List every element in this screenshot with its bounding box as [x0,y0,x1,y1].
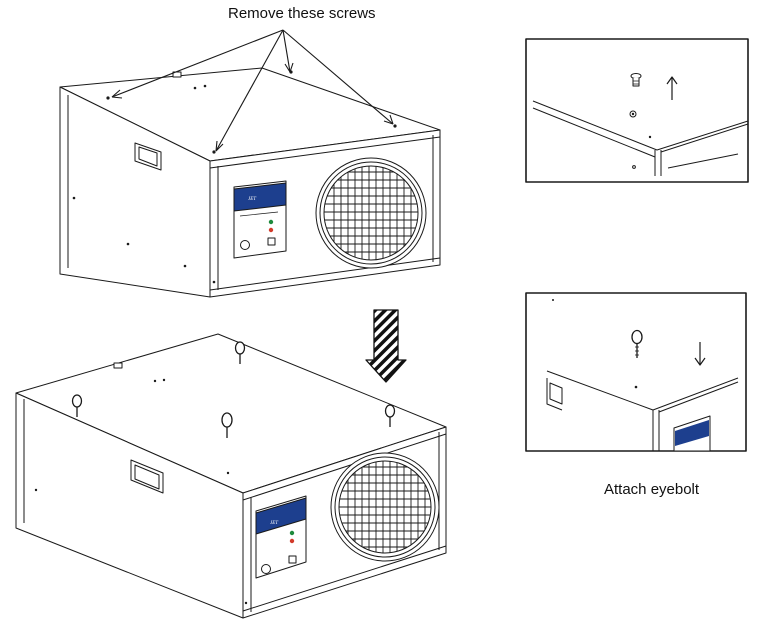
eyebolt-icon [631,329,643,358]
screw-icon [630,73,642,87]
svg-text:JET: JET [248,197,257,202]
fan-grille [324,166,418,260]
svg-text:JET: JET [270,521,279,526]
control-panel: JET [233,180,287,259]
detail-attach-eyebolt [525,292,747,452]
detail-remove-screw [525,38,749,183]
arrow-up-icon [666,76,678,100]
screw-pointer-arrows [111,29,394,152]
air-filtration-unit-top: JET [59,29,441,298]
arrow-down-icon [694,342,706,366]
remove-screws-caption: Remove these screws [228,5,376,22]
air-filtration-unit-bottom: JET [15,333,447,619]
attach-eyebolt-caption: Attach eyebolt [604,481,700,498]
screw-holes [72,70,397,284]
fan-grille [339,461,431,553]
control-panel: JET [255,495,307,579]
hatched-down-arrow-icon [365,309,407,383]
eyebolts [71,341,396,438]
